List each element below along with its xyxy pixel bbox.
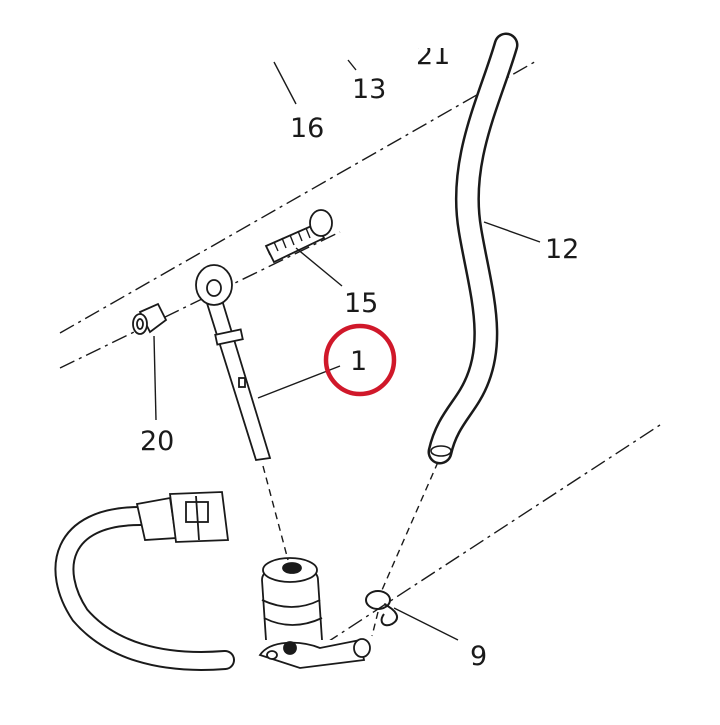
- callout-12: 12: [545, 234, 579, 265]
- top-crop-mask: [400, 0, 460, 48]
- callout-15: 15: [344, 288, 378, 319]
- callout-9: 9: [470, 641, 487, 672]
- push-rod-1: [195, 264, 272, 461]
- axis-line-right: [299, 424, 661, 661]
- leader-12: [483, 221, 541, 243]
- electrical-connector: [135, 491, 230, 543]
- callout-13: 13: [352, 74, 386, 105]
- leader-15: [295, 247, 343, 287]
- master-cylinder: [258, 557, 380, 700]
- callout-16: 16: [290, 113, 324, 144]
- callout-20: 20: [140, 426, 174, 457]
- bolt-15: [264, 209, 333, 264]
- leader-13: [347, 59, 357, 71]
- highlight-circle: [323, 323, 397, 397]
- hose-12: [427, 32, 519, 465]
- leader-20: [153, 335, 157, 421]
- bolt-head: [309, 209, 333, 237]
- axis-line-upper: [59, 59, 539, 334]
- axis-line-lower: [59, 231, 341, 369]
- assembly-guides: [262, 461, 439, 637]
- leader-16: [273, 61, 297, 105]
- spacer-20: [132, 302, 168, 335]
- leader-9: [393, 607, 459, 641]
- assembly-axis-lines: [59, 59, 661, 661]
- hose-end: [430, 445, 452, 457]
- callout-1: 1: [350, 346, 367, 377]
- leader-lines: [153, 59, 541, 641]
- clip-9: [365, 590, 399, 627]
- cable-bottom-left: [54, 506, 235, 671]
